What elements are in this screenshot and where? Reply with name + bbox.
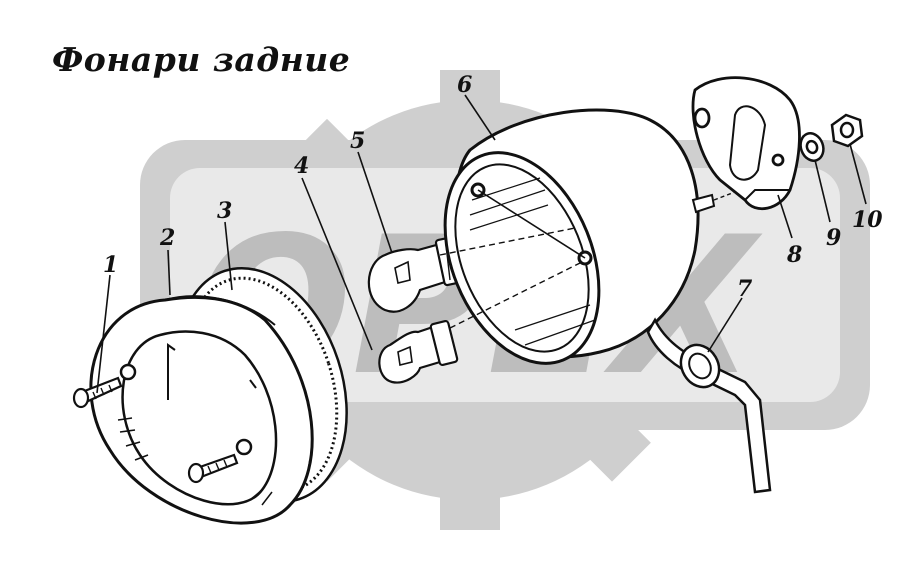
callout-4: 4 xyxy=(294,153,309,179)
nut-part-10 xyxy=(830,113,864,148)
callout-10: 10 xyxy=(852,207,883,233)
callout-9: 9 xyxy=(826,225,841,251)
bulb-part-4 xyxy=(378,319,459,384)
screw-lower xyxy=(187,453,239,484)
callout-1: 1 xyxy=(103,252,118,278)
callout-5: 5 xyxy=(350,128,365,154)
callout-6: 6 xyxy=(457,72,472,98)
callout-3: 3 xyxy=(217,198,232,224)
callout-8: 8 xyxy=(786,242,802,268)
housing-part-6 xyxy=(439,108,741,365)
bracket-part-8 xyxy=(691,76,801,210)
cable-grommet-part-7 xyxy=(646,317,772,494)
screws-part-1 xyxy=(72,376,239,484)
callout-leaders xyxy=(96,94,867,394)
screw-upper xyxy=(72,376,123,409)
callout-7: 7 xyxy=(737,276,753,302)
callout-numbers: 1 2 3 4 5 6 7 8 9 10 xyxy=(103,72,883,302)
rim-lens-assembly xyxy=(89,266,348,525)
callout-2: 2 xyxy=(159,225,175,251)
washer-part-9 xyxy=(799,132,825,162)
diagram-title: Фонари задние xyxy=(52,40,351,79)
